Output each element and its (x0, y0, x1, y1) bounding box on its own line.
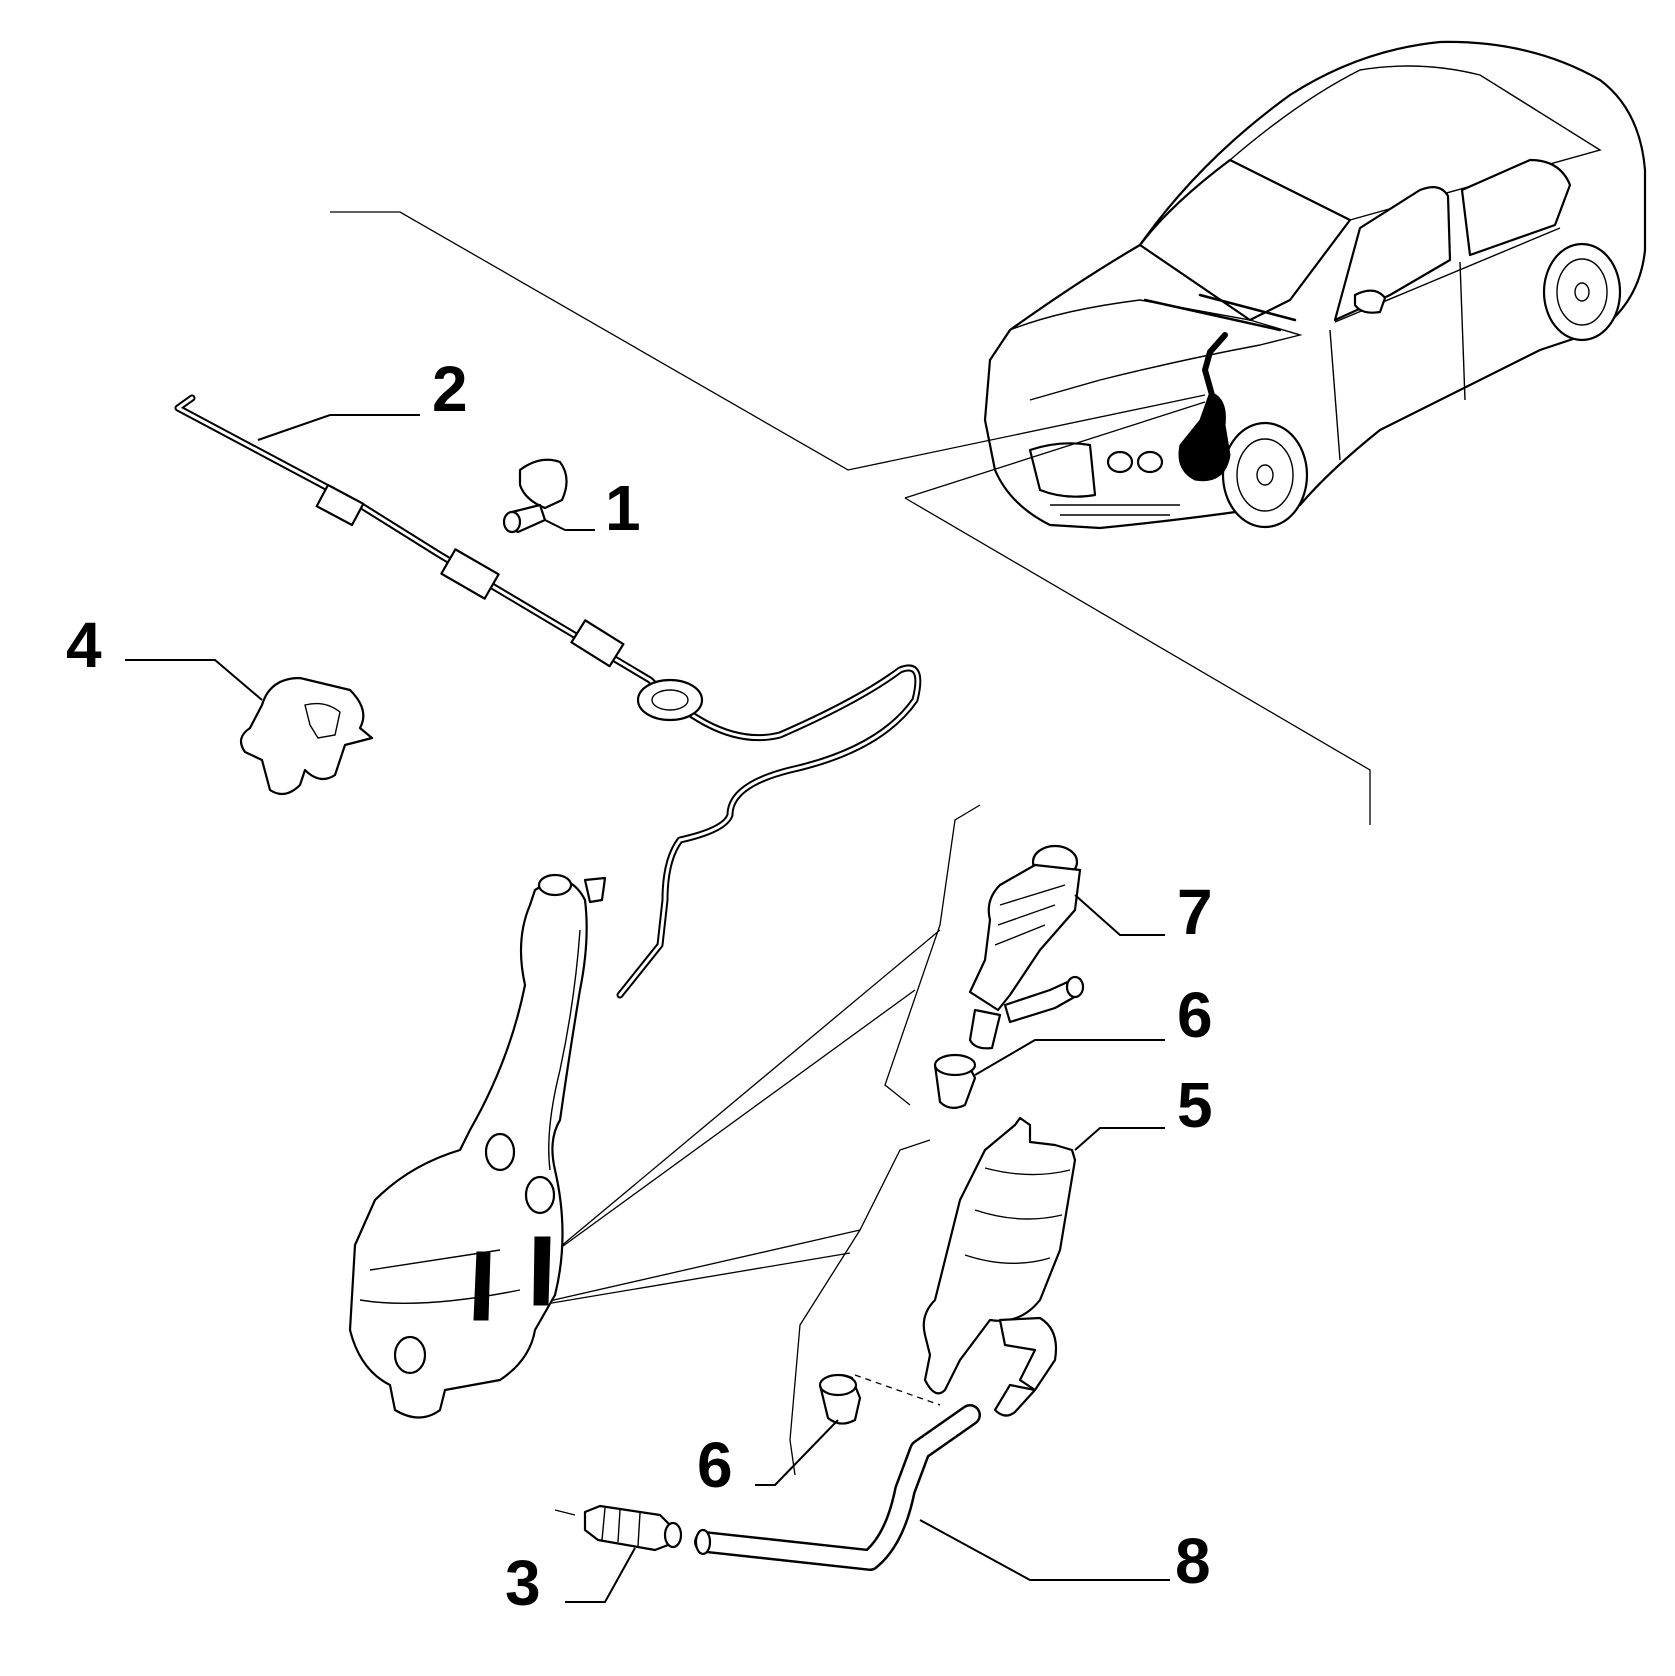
callout-6-upper: 6 (1177, 979, 1213, 1051)
callout-5: 5 (1177, 1069, 1213, 1141)
washer-hose-assembly (174, 394, 922, 999)
callout-6-lower: 6 (697, 1429, 733, 1501)
hose-connector (583, 1504, 683, 1552)
callout-1: 1 (605, 472, 641, 544)
leader-lines (330, 211, 1371, 1516)
pump-grommet-lower (818, 1373, 862, 1425)
callout-3: 3 (505, 1547, 541, 1619)
car-overview (983, 40, 1647, 530)
pump-hose (694, 1404, 981, 1571)
callout-leaders (125, 414, 1170, 1603)
washer-pump (922, 1116, 1077, 1417)
hose-clip (239, 676, 374, 796)
callout-8: 8 (1175, 1525, 1211, 1597)
callout-numbers: 2 1 4 7 6 5 6 3 8 (66, 353, 1213, 1619)
pump-grommet-upper (933, 1053, 977, 1109)
callout-4: 4 (66, 609, 102, 681)
callout-2: 2 (432, 353, 468, 425)
headlamp-washer-pump (968, 844, 1085, 1050)
washer-nozzle (502, 458, 568, 534)
callout-7: 7 (1177, 876, 1213, 948)
washer-reservoir (348, 873, 607, 1419)
